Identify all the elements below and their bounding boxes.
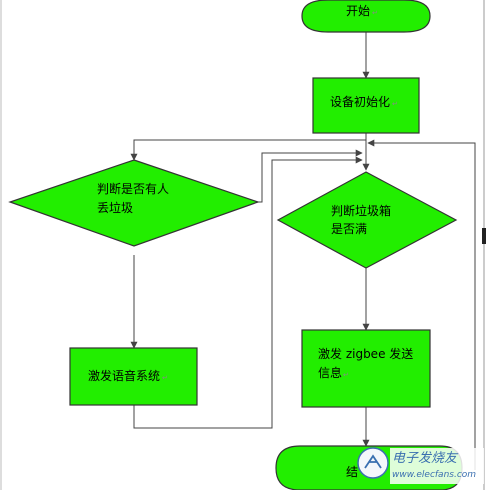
decision-diamond xyxy=(276,171,458,269)
decision-diamond xyxy=(8,159,260,247)
arrow-voice-back xyxy=(133,156,363,429)
paragraph-mark: ↵ xyxy=(372,9,378,17)
check-person-line1: 判断是否有人 xyxy=(97,181,169,196)
process-box xyxy=(312,77,420,134)
process-box xyxy=(301,329,431,408)
check-full-line2: 是否满 xyxy=(331,222,367,236)
connectors xyxy=(130,32,476,470)
watermark-url: www.elecfans.com xyxy=(392,470,476,480)
node-voice: 激发语音系统 ↵ xyxy=(69,347,198,406)
zigbee-line2: 信息 xyxy=(318,365,342,380)
check-person-line2: 丢垃圾 xyxy=(97,200,133,215)
process-box xyxy=(69,347,198,406)
node-check-person: 判断是否有人 丢垃圾 xyxy=(8,159,260,247)
check-full-line1: 判断垃圾箱 xyxy=(331,203,391,218)
watermark-logo-mark xyxy=(364,454,382,469)
node-init: 设备初始化 ↵ xyxy=(312,77,420,134)
init-label: 设备初始化 xyxy=(330,95,390,109)
arrow-check-person-yes xyxy=(258,149,363,203)
watermark: 电子发烧友 www.elecfans.com xyxy=(357,447,484,484)
paragraph-mark: ↵ xyxy=(162,374,168,382)
terminator-shape xyxy=(301,0,431,33)
watermark-text-bg xyxy=(390,448,484,484)
text-cursor xyxy=(482,228,486,244)
end-label: 结 xyxy=(346,465,358,479)
node-zigbee: 激发 zigbee 发送 信息 ↵ xyxy=(301,329,431,408)
arrow-init-to-check-person xyxy=(130,133,367,161)
node-check-full: 判断垃圾箱 是否满 xyxy=(276,171,458,269)
paragraph-mark: ↵ xyxy=(343,371,349,379)
watermark-text: 电子发烧友 xyxy=(392,451,459,466)
arrow-loop-back xyxy=(367,139,476,470)
watermark-logo-icon xyxy=(357,447,389,479)
voice-label: 激发语音系统 xyxy=(88,368,160,383)
start-label: 开始 xyxy=(346,4,370,18)
zigbee-line1: 激发 zigbee 发送 xyxy=(318,346,413,361)
paragraph-mark: ↵ xyxy=(392,100,398,108)
node-start: 开始 ↵ xyxy=(301,0,431,33)
